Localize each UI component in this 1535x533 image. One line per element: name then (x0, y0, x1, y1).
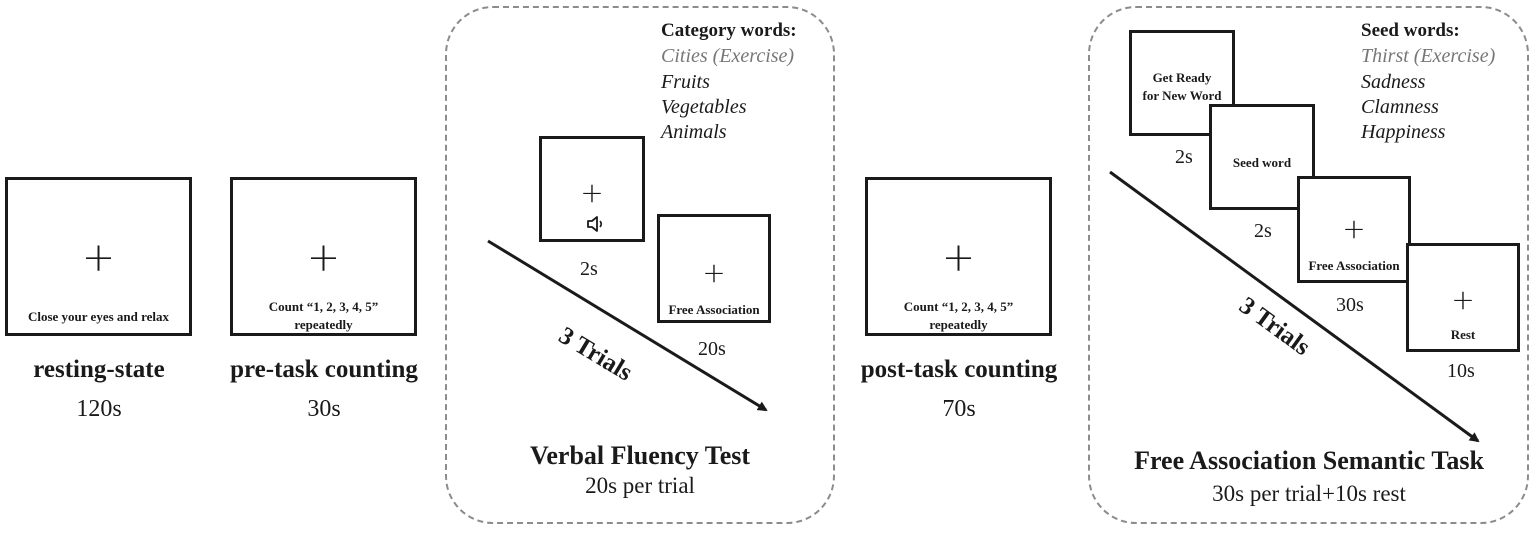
rest-label: Rest (1450, 327, 1476, 342)
vft-cue-screen: + (539, 136, 645, 242)
fixation-cross: + (81, 235, 116, 281)
seed-word: Thirst (Exercise) (1361, 45, 1496, 67)
fixation-cross: + (580, 176, 604, 209)
category-word: Cities (Exercise) (661, 45, 795, 67)
category-words-heading: Category words: (661, 20, 797, 41)
resting-state-duration: 120s (76, 396, 122, 422)
fast-free-association-label: Free Association (1308, 258, 1400, 273)
vft-free-association-duration: 20s (698, 338, 726, 360)
get-ready-screen: Get Ready for New Word (1129, 30, 1235, 136)
seed-words-heading: Seed words: (1361, 20, 1460, 41)
fast-subtitle: 30s per trial+10s rest (1212, 481, 1406, 506)
fast-free-association-screen: + Free Association (1297, 176, 1411, 283)
fast-trials-arrow (1109, 170, 1480, 443)
free-association-panel (1088, 6, 1529, 524)
seed-word: Happiness (1361, 121, 1446, 143)
vft-trials-arrow (487, 239, 768, 412)
resting-instruction: Close your eyes and relax (27, 309, 170, 324)
rest-screen: + Rest (1406, 243, 1520, 352)
get-ready-duration: 2s (1175, 146, 1193, 168)
fixation-cross: + (1451, 283, 1475, 316)
fast-title: Free Association Semantic Task (1134, 446, 1484, 475)
fixation-cross: + (306, 235, 341, 281)
resting-state-label: resting-state (33, 356, 165, 383)
fixation-cross: + (1342, 212, 1366, 245)
pre-task-counting-label: pre-task counting (230, 356, 418, 383)
post-task-counting-screen: + Count “1, 2, 3, 4, 5” repeatedly (865, 177, 1052, 336)
post-task-counting-duration: 70s (942, 396, 976, 422)
pre-task-counting-screen: + Count “1, 2, 3, 4, 5” repeatedly (230, 177, 417, 336)
category-word: Vegetables (661, 96, 747, 118)
vft-free-association-label: Free Association (668, 302, 760, 317)
fixation-cross: + (941, 235, 976, 281)
seed-word: Clamness (1361, 96, 1439, 118)
get-ready-line1: Get Ready (1152, 70, 1212, 85)
resting-state-screen: + Close your eyes and relax (5, 177, 192, 336)
get-ready-line2: for New Word (1142, 88, 1222, 103)
post-counting-instruction-line1: Count “1, 2, 3, 4, 5” (903, 299, 1014, 314)
fast-free-association-duration: 30s (1336, 294, 1364, 316)
rest-duration: 10s (1447, 360, 1475, 382)
seed-word-screen: Seed word (1209, 104, 1315, 210)
seed-word-screen-label: Seed word (1232, 155, 1292, 170)
speaker-icon (587, 216, 603, 232)
seed-word-duration: 2s (1254, 220, 1272, 242)
pre-counting-instruction-line2: repeatedly (294, 317, 353, 332)
post-task-counting-label: post-task counting (860, 356, 1058, 383)
category-word: Animals (661, 121, 727, 143)
post-counting-instruction-line2: repeatedly (929, 317, 988, 332)
vft-subtitle: 20s per trial (585, 473, 695, 498)
fixation-cross: + (702, 256, 726, 289)
seed-word: Sadness (1361, 71, 1426, 93)
verbal-fluency-panel (445, 6, 835, 524)
vft-cue-duration: 2s (580, 258, 598, 280)
vft-free-association-screen: + Free Association (657, 214, 771, 323)
pre-task-counting-duration: 30s (307, 396, 341, 422)
category-word: Fruits (661, 71, 710, 93)
pre-counting-instruction-line1: Count “1, 2, 3, 4, 5” (268, 299, 379, 314)
vft-title: Verbal Fluency Test (529, 441, 751, 470)
